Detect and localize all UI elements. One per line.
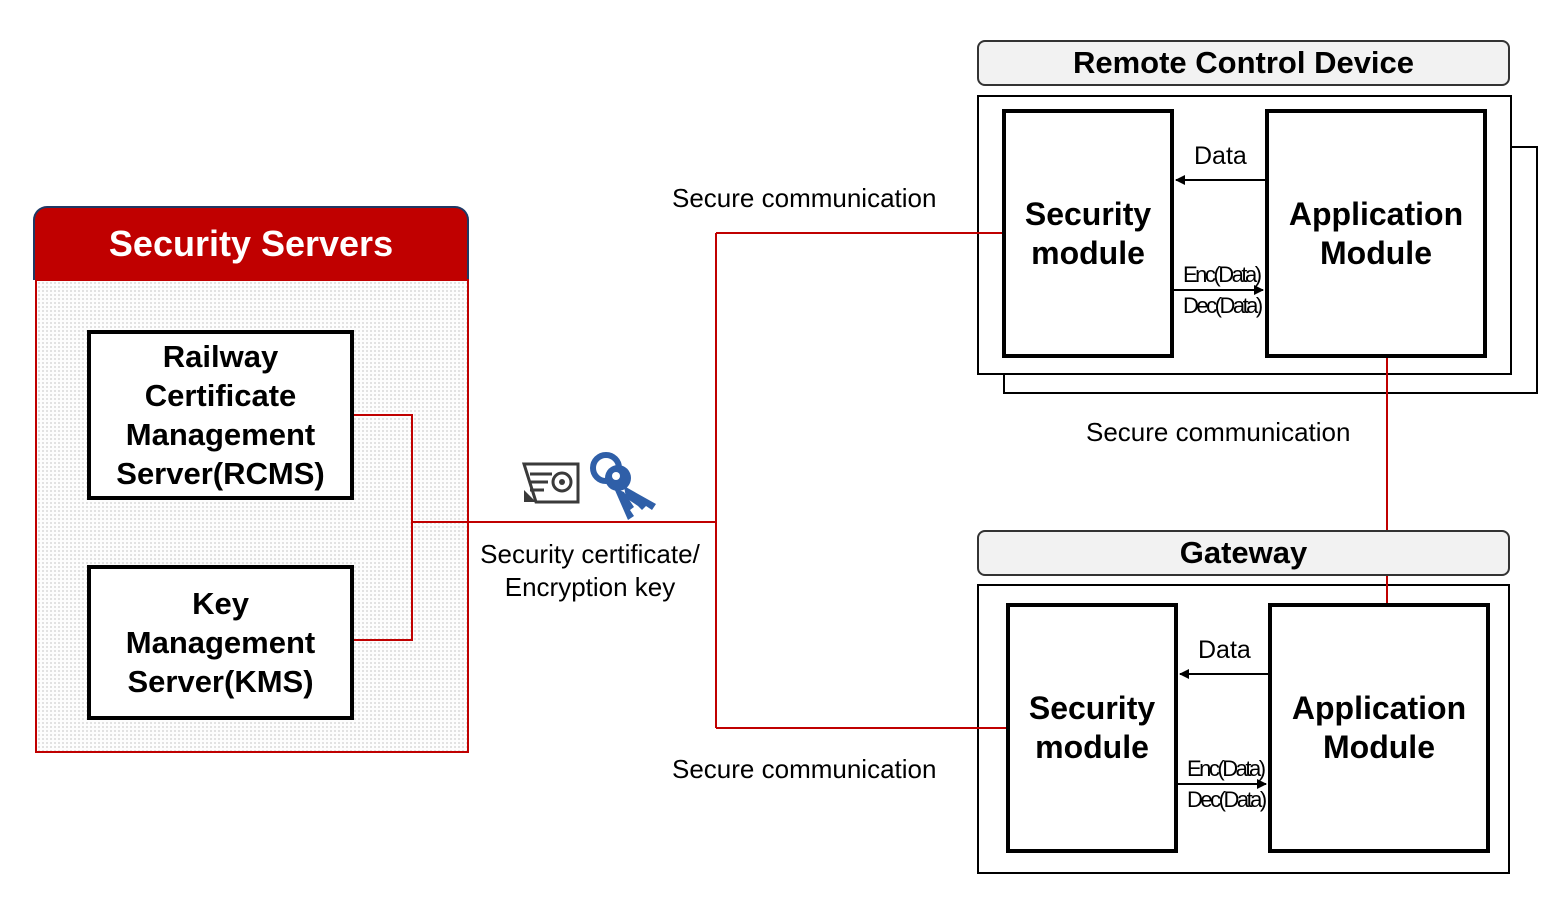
rcms-label: Railway Certificate Management Server(RC… [116, 339, 325, 491]
remote-data-label: Data [1194, 142, 1247, 170]
secure-communication-middle-label: Secure communication [1086, 417, 1351, 447]
remote-security-module-label: Security module [1024, 195, 1152, 271]
remote-enc-label: Enc(Data) [1183, 262, 1262, 287]
security-servers-title: Security Servers [108, 223, 394, 264]
keys-icon [590, 452, 656, 520]
remote-application-module: Application Module [1265, 109, 1487, 358]
secure-communication-top-label: Secure communication [672, 183, 937, 213]
rcms-box: Railway Certificate Management Server(RC… [87, 330, 354, 500]
gateway-security-module: Security module [1006, 603, 1178, 853]
kms-label: Key Management Server(KMS) [125, 586, 316, 699]
distribution-label: Security certificate/ Encryption key [470, 538, 710, 604]
gateway-data-label: Data [1198, 636, 1251, 664]
distribution-line2: Encryption key [504, 572, 676, 602]
remote-dec-label: Dec(Data) [1183, 293, 1263, 318]
remote-application-module-label: Application Module [1288, 195, 1464, 271]
security-servers-header: Security Servers [33, 206, 469, 280]
remote-security-module: Security module [1002, 109, 1174, 358]
remote-device-title-bar: Remote Control Device [977, 40, 1510, 86]
gateway-dec-label: Dec(Data) [1187, 787, 1267, 812]
remote-device-title: Remote Control Device [1072, 45, 1415, 80]
gateway-enc-label: Enc(Data) [1187, 756, 1266, 781]
certificate-icon [521, 462, 580, 504]
secure-communication-bottom-label: Secure communication [672, 754, 937, 784]
gateway-security-module-label: Security module [1028, 690, 1156, 765]
gateway-title: Gateway [1179, 535, 1308, 570]
distribution-line1: Security certificate/ [480, 539, 700, 569]
kms-box: Key Management Server(KMS) [87, 565, 354, 720]
gateway-application-module-label: Application Module [1291, 690, 1467, 765]
gateway-application-module: Application Module [1268, 603, 1490, 853]
gateway-title-bar: Gateway [977, 530, 1510, 576]
